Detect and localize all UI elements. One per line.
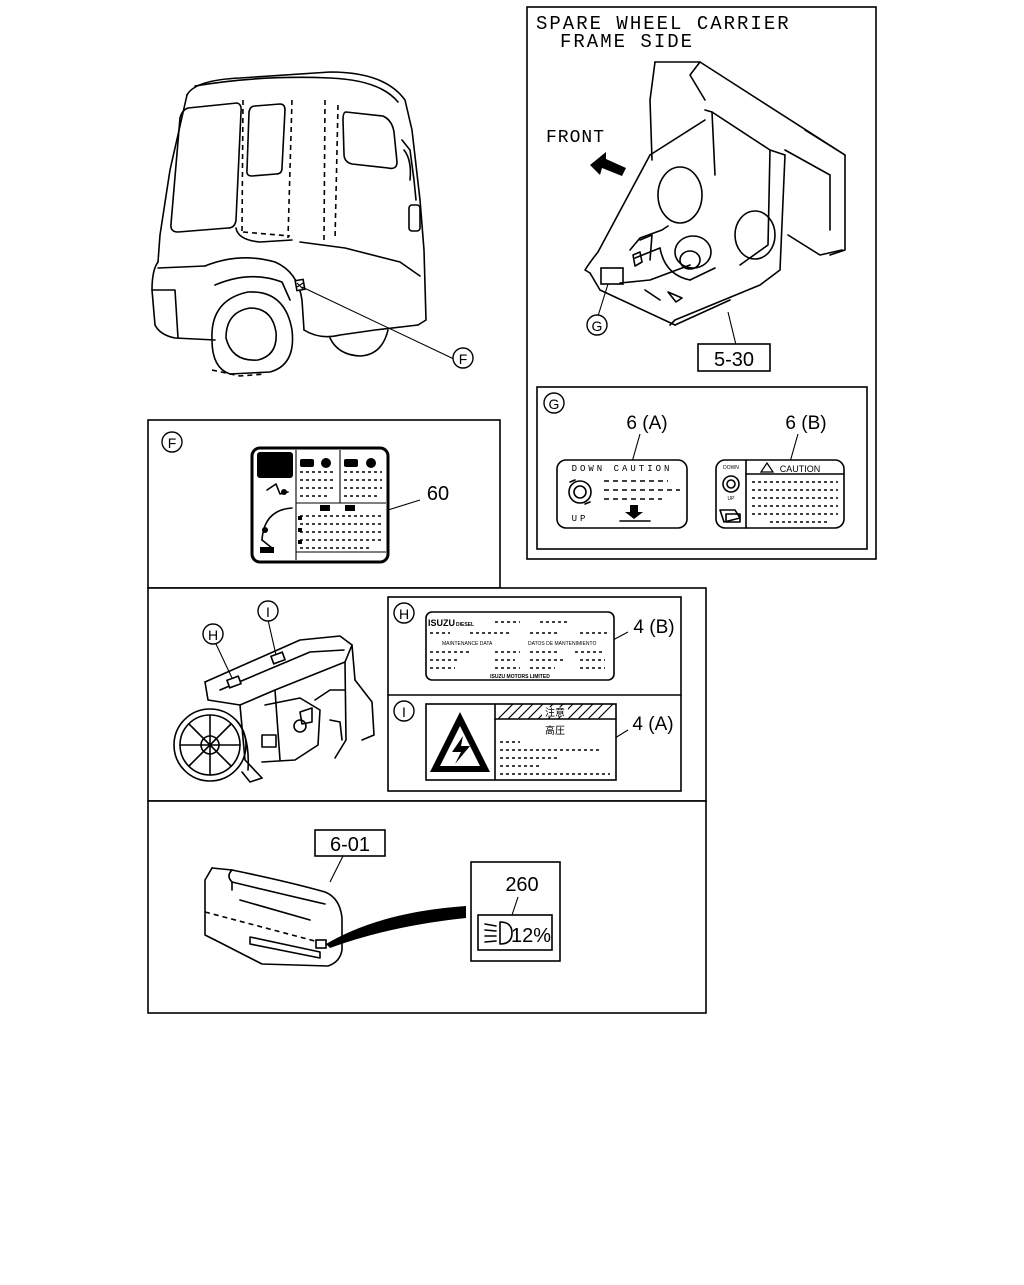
svg-text:注意: 注意 [545, 706, 565, 719]
front-arrow-icon [590, 152, 626, 176]
part-4b: 4 (B) [633, 617, 674, 638]
headlamp-icon [499, 921, 513, 945]
frame-rail [649, 61, 846, 256]
panel-headlamp-260: 6-01 260 12% [147, 800, 707, 1014]
label-4b-maintenance: ISUZU DIESEL MAINTENANCE DATA DATOS DE M… [425, 611, 615, 681]
callout-g-panel: G [543, 392, 565, 414]
svg-text:F: F [168, 435, 177, 451]
svg-text:DOWN: DOWN [723, 465, 739, 471]
callout-i-panel: I [393, 700, 415, 722]
svg-text:ISUZU: ISUZU [428, 618, 455, 628]
part-260: 260 [505, 874, 538, 896]
callout-i-engine: I [257, 600, 279, 622]
svg-text:G: G [549, 396, 560, 412]
callout-f-panel: F [161, 431, 183, 453]
svg-text:DATOS DE MANTENIMIENTO: DATOS DE MANTENIMIENTO [528, 641, 596, 647]
zoom-wedge [326, 906, 466, 948]
ref-5-30-box [697, 343, 771, 372]
svg-text:UP: UP [728, 496, 736, 502]
callout-f-cab: F [452, 347, 474, 369]
svg-text:H: H [399, 606, 409, 622]
part-6a: 6 (A) [626, 413, 667, 434]
svg-text:I: I [402, 704, 406, 720]
part-6b: 6 (B) [785, 413, 826, 434]
bumper-illustration [204, 867, 343, 967]
label-260-headlamp: 12% [477, 914, 553, 951]
ref-5-30: 5-30 [714, 349, 754, 371]
svg-text:DIESEL: DIESEL [456, 622, 474, 628]
truck-cab-illustration [151, 71, 457, 377]
panel-f-label-60: F 60 [147, 419, 501, 589]
spare-wheel-title-line1: SPARE WHEEL CARRIER [536, 13, 791, 35]
callout-h-panel: H [393, 602, 415, 624]
svg-text:H: H [208, 627, 218, 643]
svg-text:DOWN CAUTION: DOWN CAUTION [572, 464, 673, 474]
carrier-bracket [584, 109, 786, 326]
ref-6-01-box [314, 829, 386, 857]
spare-wheel-title-line2: FRAME SIDE [560, 31, 694, 53]
svg-text:MAINTENANCE DATA: MAINTENANCE DATA [442, 641, 493, 647]
svg-text:F: F [459, 351, 468, 367]
warning-triangle-icon [759, 461, 775, 473]
panel-engine-labels: H I H 4 (B) ISUZU DIESEL MAINTENANCE DAT… [147, 587, 707, 802]
engine-illustration [173, 619, 375, 783]
label-6b-caution: CAUTION DOWN UP [715, 459, 845, 529]
ref-6-01: 6-01 [330, 834, 370, 856]
callout-g-bracket: G [586, 314, 608, 336]
svg-text:G: G [592, 318, 603, 334]
callout-h-engine: H [202, 623, 224, 645]
label-6a-down-caution: DOWN CAUTION UP [556, 459, 688, 529]
svg-text:I: I [266, 604, 270, 620]
part-4a: 4 (A) [632, 714, 673, 735]
svg-text:高圧: 高圧 [545, 724, 565, 737]
label-4a-high-voltage: 注意 高圧 [425, 703, 617, 781]
part-60: 60 [427, 483, 449, 505]
svg-text:UP: UP [572, 514, 589, 524]
spare-wheel-panel: SPARE WHEEL CARRIER FRAME SIDE FRONT [526, 6, 877, 560]
arrow-down-icon [625, 505, 643, 519]
svg-text:12%: 12% [511, 925, 551, 947]
svg-text:CAUTION: CAUTION [780, 464, 821, 474]
svg-text:ISUZU MOTORS LIMITED: ISUZU MOTORS LIMITED [490, 674, 550, 680]
front-label: FRONT [546, 128, 605, 148]
